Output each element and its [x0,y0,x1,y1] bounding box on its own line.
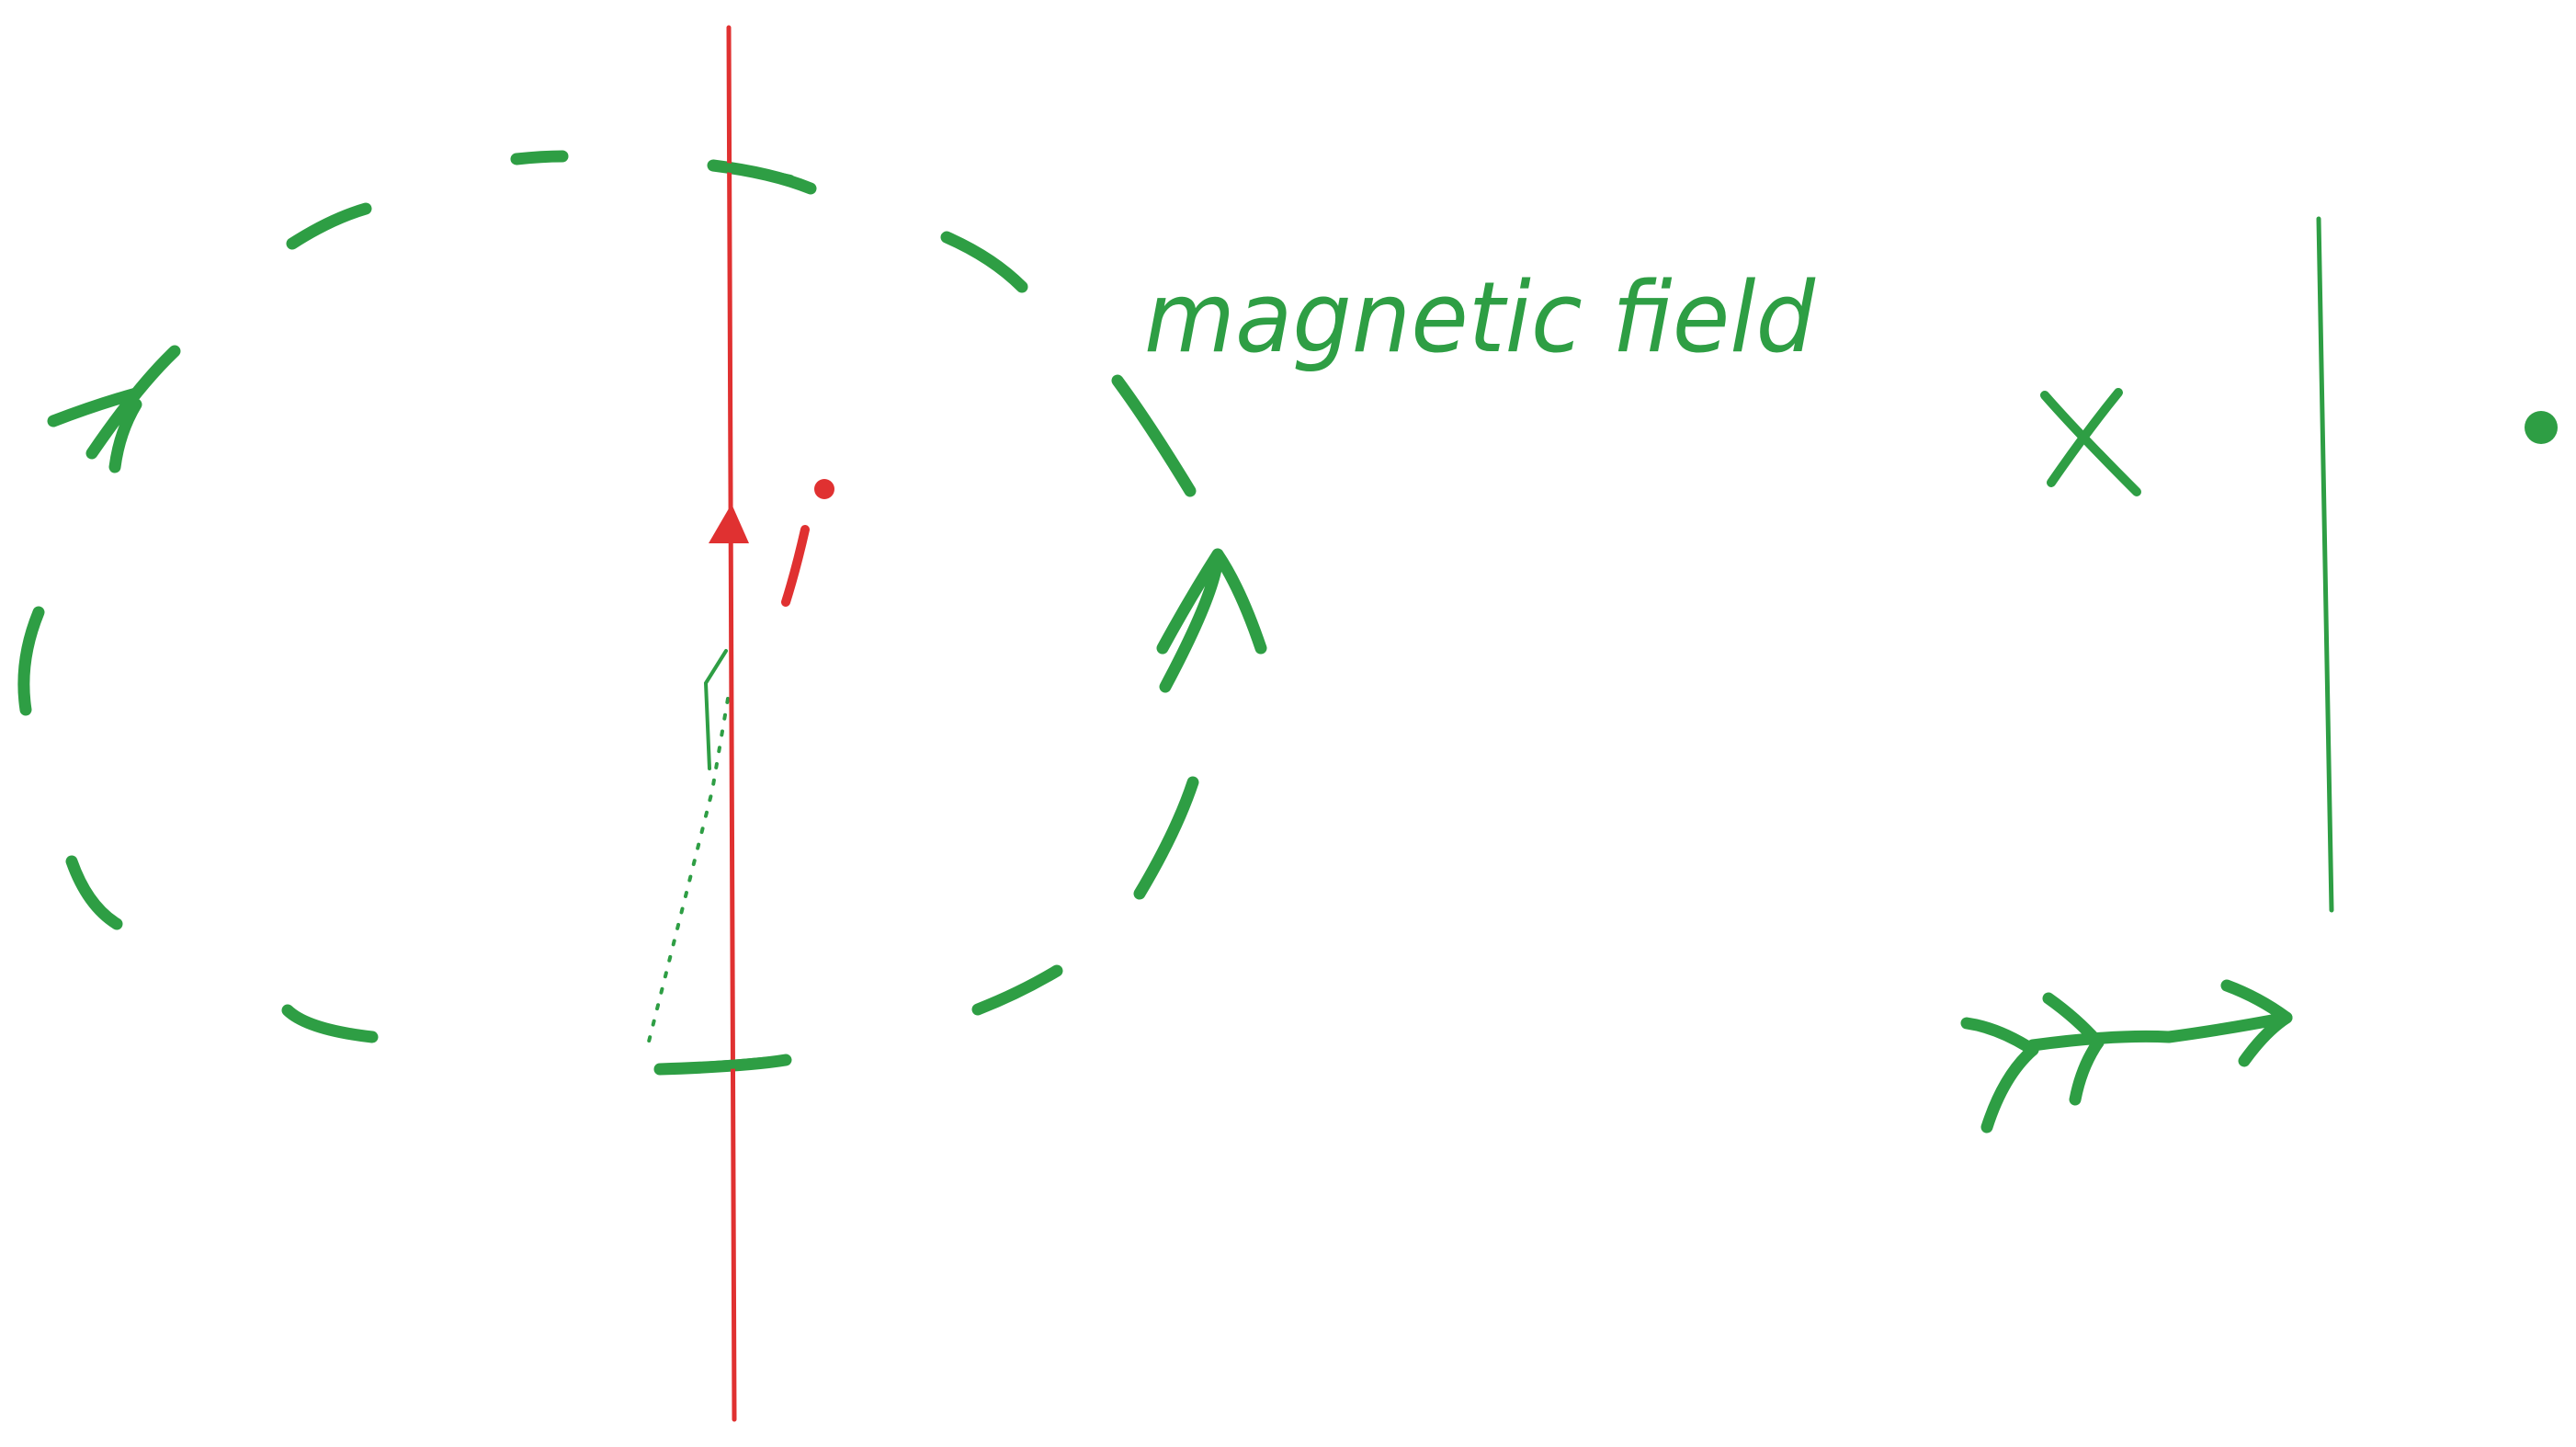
current-wire [709,25,749,1422]
field-tick-marks [647,649,730,1043]
crossing-mark [655,1055,788,1074]
field-loop-dash [1111,374,1197,497]
current-label-dot [814,479,834,499]
cross-into-page-icon [2040,388,2141,496]
vertical-divider [2316,216,2334,913]
crossing-mark [709,161,795,184]
field-loop [17,150,1199,1076]
wire-line [726,25,737,1422]
field-loop-dash [281,1004,379,1043]
arrow-icon [85,345,181,473]
dotted-guide [647,697,730,1043]
field-loop-dash [286,202,372,250]
field-loop-dash [940,231,1028,293]
field-loop-arrows [85,345,1267,693]
field-loop-dash [510,150,569,165]
field-loop-dash [65,855,123,930]
field-loop-dash [1133,776,1199,900]
current-arrow-icon [709,504,749,543]
dot-out-of-page-icon [2525,411,2558,444]
double-chevron-arrow-icon [1960,979,2293,1134]
arrow-icon [1156,548,1267,693]
current-label-stem [781,525,810,607]
field-label: magnetic field [1144,261,1816,374]
field-loop-dash [17,606,45,716]
wire-crossings [655,161,795,1074]
current-label: i [781,479,834,607]
field-loop-dash [971,964,1063,1016]
angle-mark [703,649,728,770]
